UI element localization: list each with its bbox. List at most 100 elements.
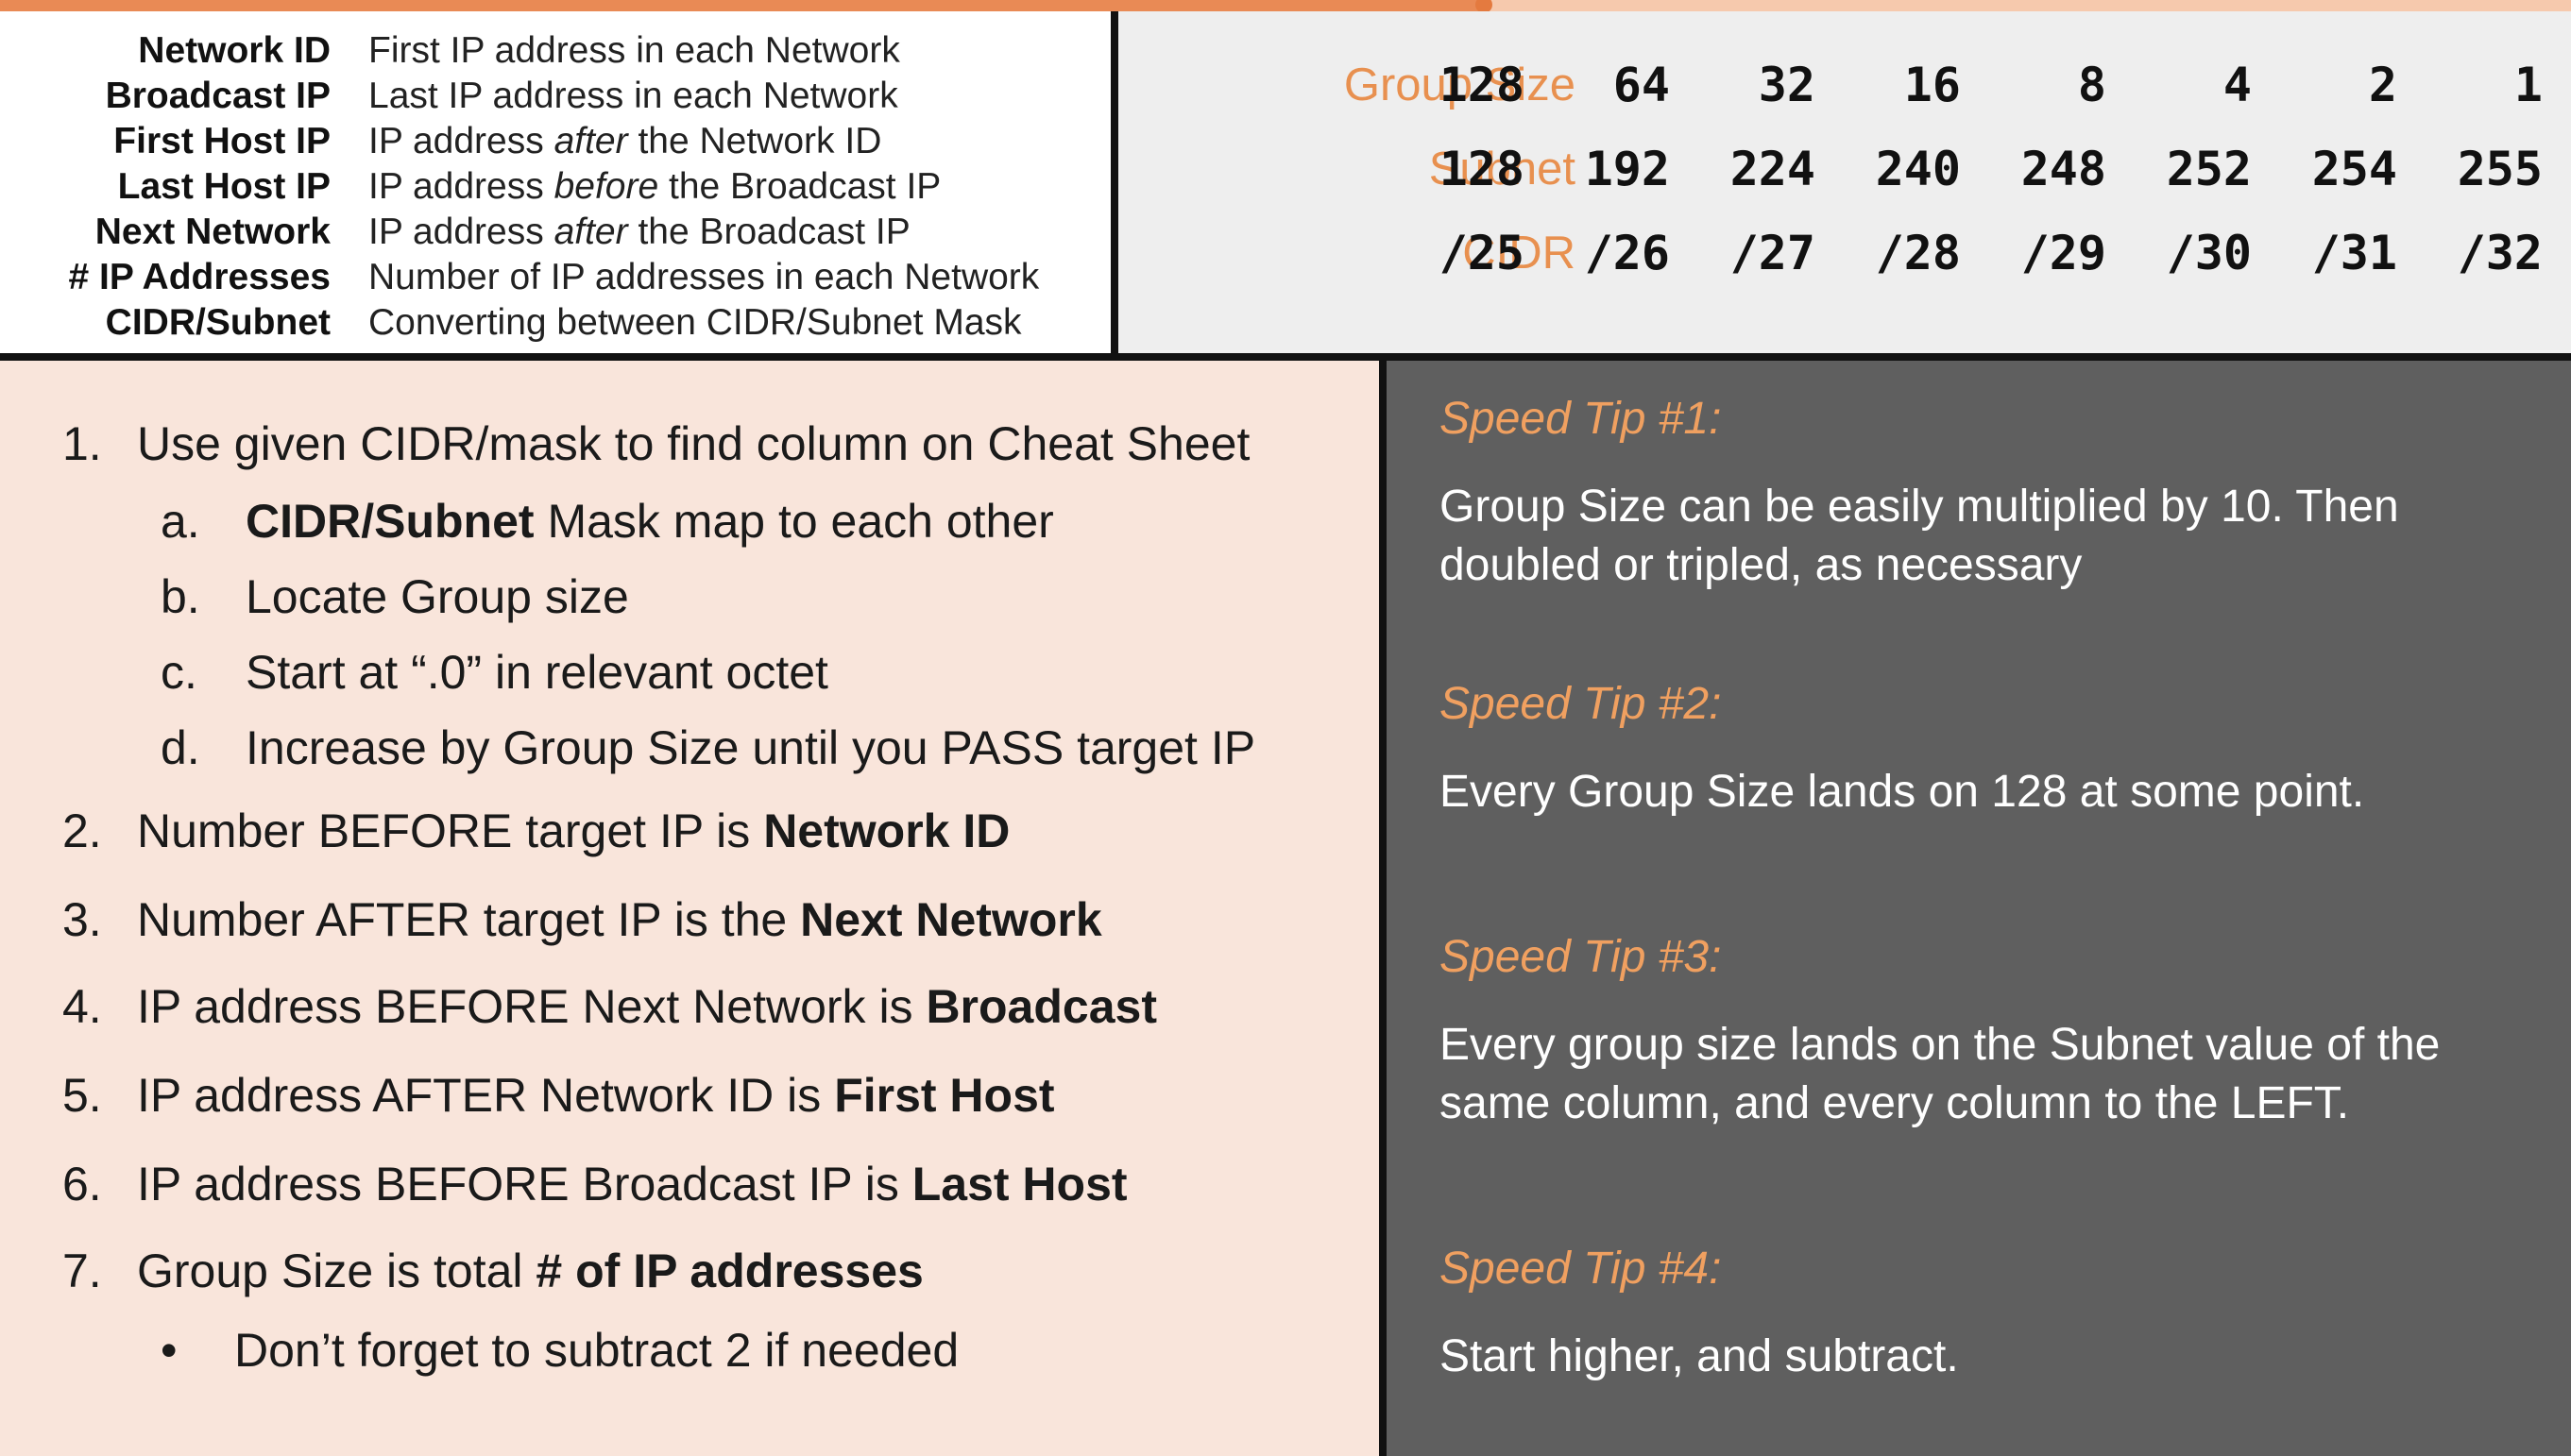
definition-description: Last IP address in each Network — [368, 74, 898, 119]
text-run: Network ID — [763, 804, 1011, 857]
cheat-cell: 2 — [2368, 58, 2397, 112]
definition-row: Network ID First IP address in each Netwo… — [0, 28, 1111, 74]
cheat-cell: /30 — [2166, 226, 2252, 280]
text-run: IP address — [368, 166, 554, 207]
step-text: Increase by Group Size until you PASS ta… — [246, 718, 1255, 778]
text-run: after — [553, 212, 628, 252]
cheat-cell: /27 — [1729, 226, 1815, 280]
step-text: IP address AFTER Network ID is First Hos… — [137, 1065, 1055, 1126]
text-run: before — [553, 166, 659, 207]
text-run: Last IP address in each Network — [368, 76, 898, 116]
step-text: Number BEFORE target IP is Network ID — [137, 801, 1010, 861]
cheat-cell: 32 — [1758, 58, 1815, 112]
cheat-cell: /28 — [1875, 226, 1961, 280]
cheat-cell: 1 — [2513, 58, 2543, 112]
text-run: IP address AFTER Network ID is — [137, 1069, 835, 1122]
video-progress-handle[interactable] — [1474, 0, 1492, 13]
step-text: IP address BEFORE Next Network is Broadc… — [137, 976, 1157, 1037]
text-run: the Network ID — [627, 121, 882, 161]
speed-tip-title: Speed Tip #3: — [1439, 932, 1722, 982]
cheat-cell: /26 — [1584, 226, 1670, 280]
step-marker: 6. — [62, 1158, 102, 1211]
definition-description: Number of IP addresses in each Network — [368, 255, 1039, 300]
step-marker: c. — [161, 646, 197, 699]
cheat-cell: 128 — [1439, 58, 1524, 112]
step-text: Don’t forget to subtract 2 if needed — [234, 1320, 959, 1380]
definition-description: First IP address in each Network — [368, 28, 900, 74]
speed-tip-title: Speed Tip #1: — [1439, 394, 1722, 444]
step-text: Group Size is total # of IP addresses — [137, 1241, 924, 1301]
cheat-cell: 4 — [2222, 58, 2252, 112]
text-run: Mask map to each other — [534, 495, 1054, 548]
cheat-cell: 8 — [2077, 58, 2106, 112]
cheat-row-label: Group Size — [1343, 59, 1575, 110]
text-run: Locate Group size — [246, 570, 629, 623]
step-text: Number AFTER target IP is the Next Netwo… — [137, 889, 1102, 950]
step-marker: 1. — [62, 417, 102, 470]
cheat-row-label: CIDR — [1462, 228, 1575, 279]
text-run: the Broadcast IP — [658, 166, 942, 207]
definition-term: Broadcast IP — [105, 76, 331, 116]
speed-tip-body: Start higher, and subtract. — [1439, 1331, 1959, 1381]
text-run: CIDR/Subnet — [246, 495, 535, 548]
text-run: after — [553, 121, 628, 161]
cheat-cell: 254 — [2311, 142, 2397, 196]
text-run: Increase by Group Size until you PASS ta… — [246, 721, 1256, 774]
step-text: Locate Group size — [246, 567, 629, 627]
cheat-cell: 16 — [1903, 58, 1961, 112]
step-marker: b. — [161, 570, 200, 623]
text-run: Number BEFORE target IP is — [137, 804, 764, 857]
text-run: Use given CIDR/mask to find column on Ch… — [137, 417, 1251, 470]
definition-description: Converting between CIDR/Subnet Mask — [368, 300, 1022, 346]
text-run: First Host — [834, 1069, 1055, 1122]
speed-tip-title: Speed Tip #4: — [1439, 1244, 1722, 1294]
video-progress-bar[interactable] — [0, 0, 2571, 13]
step-marker: 5. — [62, 1069, 102, 1122]
speed-tips-panel: Speed Tip #1: Group Size can be easily mu… — [1387, 361, 2571, 1456]
text-run: Broadcast — [926, 980, 1157, 1033]
step-marker: 7. — [62, 1244, 102, 1297]
step-text: CIDR/Subnet Mask map to each other — [246, 491, 1054, 551]
cheat-cell: 64 — [1612, 58, 1670, 112]
text-run: Next Network — [800, 893, 1102, 946]
step-text: IP address BEFORE Broadcast IP is Last H… — [137, 1154, 1128, 1214]
speed-tip-body: Group Size can be easily multiplied by 1… — [1439, 482, 2399, 590]
cheat-cell: /31 — [2311, 226, 2397, 280]
text-run: the Broadcast IP — [627, 212, 911, 252]
text-run: Group Size is total — [137, 1244, 536, 1297]
definition-term: Network ID — [138, 30, 331, 71]
definition-term: Next Network — [94, 212, 331, 252]
cheat-cell: 224 — [1729, 142, 1815, 196]
cheat-row-cidr: CIDR/25/26/27/28/29/30/31/32 — [1118, 215, 2571, 291]
steps-panel: 1. Use given CIDR/mask to find column on … — [0, 361, 1379, 1456]
divider — [0, 353, 2571, 361]
text-run: Last Host — [911, 1158, 1128, 1211]
divider — [1111, 11, 1118, 353]
cheat-cell: /29 — [2020, 226, 2106, 280]
speed-tip-body: Every Group Size lands on 128 at some po… — [1439, 767, 2365, 817]
speed-tip-title: Speed Tip #2: — [1439, 679, 1722, 729]
cheat-cell: 128 — [1439, 142, 1524, 196]
text-run: IP address BEFORE Next Network is — [137, 980, 927, 1033]
text-run: # of IP addresses — [536, 1244, 924, 1297]
divider — [1379, 361, 1387, 1456]
cheat-cell: 248 — [2020, 142, 2106, 196]
definition-description: IP address before the Broadcast IP — [368, 164, 941, 210]
text-run: Don’t forget to subtract 2 if needed — [234, 1324, 960, 1377]
cheat-cell: 252 — [2166, 142, 2252, 196]
cheat-cell: 192 — [1584, 142, 1670, 196]
definition-description: IP address after the Network ID — [368, 119, 881, 164]
cheat-cell: 240 — [1875, 142, 1961, 196]
step-marker: 4. — [62, 980, 102, 1033]
definition-row: Next Network IP address after the Broadca… — [0, 210, 1111, 255]
text-run: IP address — [368, 212, 554, 252]
step-marker: 3. — [62, 893, 102, 946]
cheat-row-label: Subnet — [1428, 144, 1575, 195]
